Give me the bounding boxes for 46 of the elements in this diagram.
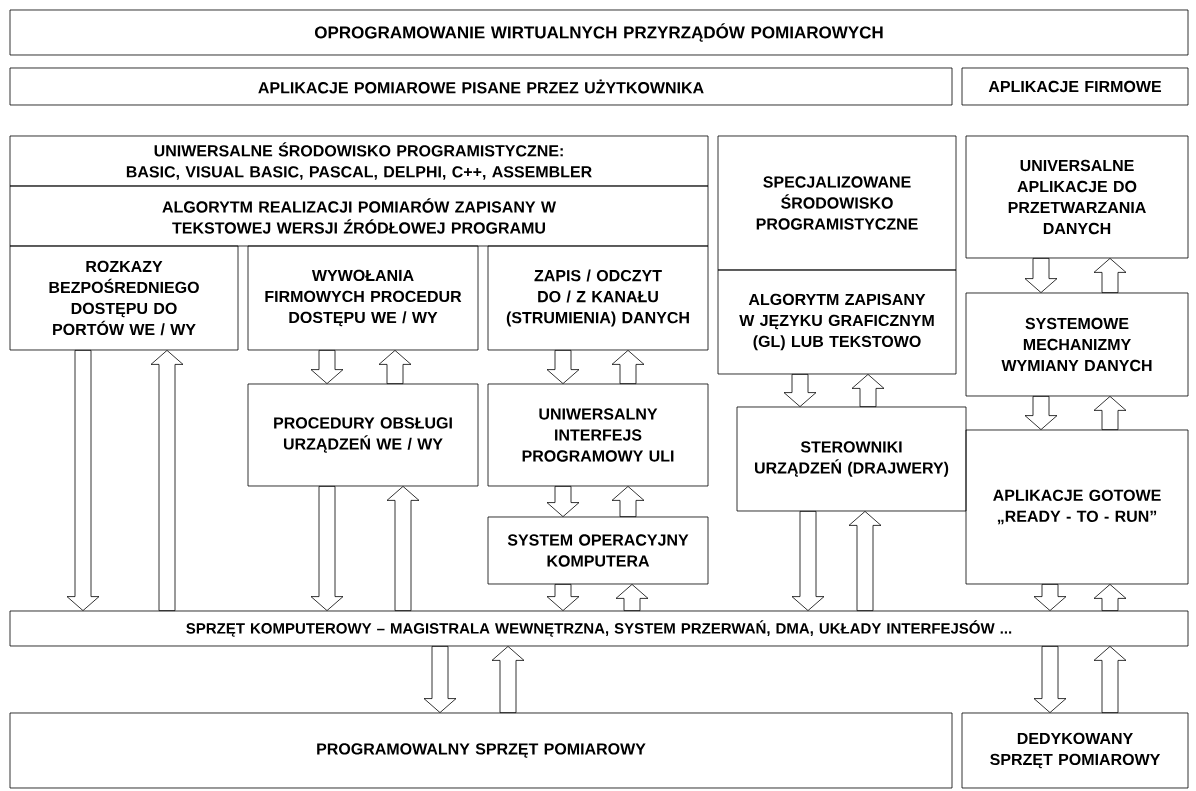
- process-box: WYWOŁANIA FIRMOWYCH PROCEDUR DOSTĘPU WE / WY: [247, 245, 479, 351]
- block-arrow: [848, 511, 882, 611]
- block-arrow: [1033, 584, 1067, 611]
- block-arrow: [378, 350, 412, 384]
- block-arrow: [423, 646, 457, 713]
- process-box: UNIWERSALNY INTERFEJS PROGRAMOWY ULI: [487, 383, 709, 487]
- block-arrow: [1024, 396, 1058, 430]
- block-arrow: [615, 584, 649, 611]
- block-arrow: [1024, 258, 1058, 293]
- block-arrow: [66, 350, 100, 611]
- process-box: ALGORYTM ZAPISANY W JĘZYKU GRAFICZNYM (GL) LUB TEKSTOWO: [717, 269, 957, 375]
- process-box: APLIKACJE POMIAROWE PISANE PRZEZ UŻYTKOWNIKA: [9, 67, 953, 106]
- block-arrow: [1033, 646, 1067, 713]
- process-box: SYSTEM OPERACYJNY KOMPUTERA: [487, 516, 709, 585]
- process-box: PROGRAMOWALNY SPRZĘT POMIAROWY: [9, 712, 953, 789]
- block-arrow: [611, 350, 645, 384]
- process-box: ROZKAZY BEZPOŚREDNIEGO DOSTĘPU DO PORTÓW WE / WY: [9, 245, 239, 351]
- process-box: STEROWNIKI URZĄDZEŃ (DRAJWERY): [736, 406, 967, 512]
- block-arrow: [546, 350, 580, 384]
- block-arrow: [1093, 258, 1127, 293]
- process-box: PROCEDURY OBSŁUGI URZĄDZEŃ WE / WY: [247, 383, 479, 487]
- process-box: ALGORYTM REALIZACJI POMIARÓW ZAPISANY W TEKSTOWEJ WERSJI ŹRÓDŁOWEJ PROGRAMU: [9, 185, 709, 247]
- process-box: OPROGRAMOWANIE WIRTUALNYCH PRZYRZĄDÓW POMIAROWYCH: [9, 9, 1189, 56]
- block-arrow: [546, 486, 580, 517]
- block-arrow: [1093, 646, 1127, 713]
- block-arrow: [783, 374, 817, 407]
- block-arrow: [546, 584, 580, 611]
- block-arrow: [150, 350, 184, 611]
- process-box: ZAPIS / ODCZYT DO / Z KANAŁU (STRUMIENIA) DANYCH: [487, 245, 709, 351]
- block-arrow: [386, 486, 420, 611]
- process-box: UNIVERSALNE APLIKACJE DO PRZETWARZANIA DANYCH: [965, 135, 1189, 259]
- block-arrow: [1093, 584, 1127, 611]
- process-box: DEDYKOWANY SPRZĘT POMIAROWY: [961, 712, 1189, 789]
- block-arrow: [310, 486, 344, 611]
- block-arrow: [1093, 396, 1127, 430]
- block-arrow: [791, 511, 825, 611]
- process-box: APLIKACJE GOTOWE „READY - TO - RUN”: [965, 429, 1189, 585]
- block-arrow: [310, 350, 344, 384]
- process-box: UNIWERSALNE ŚRODOWISKO PROGRAMISTYCZNE: BASIC, VISUAL BASIC, PASCAL, DELPHI, C++, ASSEMBLER: [9, 135, 709, 187]
- block-arrow: [491, 646, 525, 713]
- process-box: SPECJALIZOWANE ŚRODOWISKO PROGRAMISTYCZNE: [717, 135, 957, 271]
- process-box: APLIKACJE FIRMOWE: [961, 67, 1189, 106]
- process-box: SYSTEMOWE MECHANIZMY WYMIANY DANYCH: [965, 292, 1189, 397]
- block-arrow: [851, 374, 885, 407]
- process-box: SPRZĘT KOMPUTEROWY – MAGISTRALA WEWNĘTRZNA, SYSTEM PRZERWAŃ, DMA, UKŁADY INTERFEJSÓW ...: [9, 610, 1189, 647]
- block-arrow: [611, 486, 645, 517]
